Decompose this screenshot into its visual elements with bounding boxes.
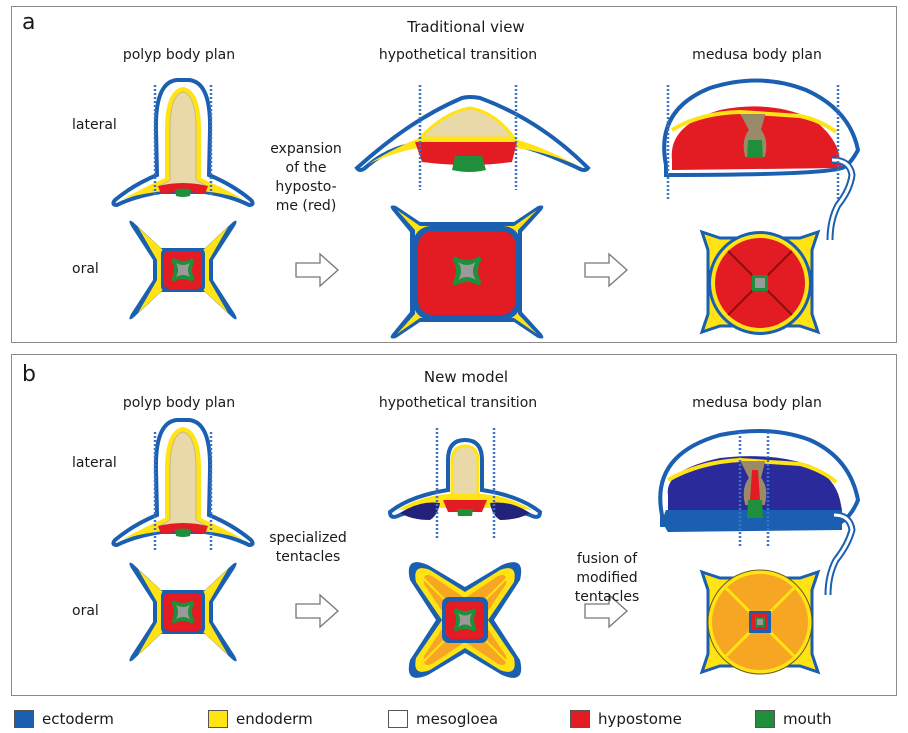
panel-a-col-polyp: polyp body plan bbox=[123, 46, 235, 64]
b-transition-oral bbox=[409, 562, 521, 678]
b-medusa-oral bbox=[702, 570, 818, 674]
a-polyp-lateral bbox=[113, 80, 252, 205]
panel-b-note-2: fusion of modified tentacles bbox=[570, 550, 644, 607]
panel-b-row-lateral: lateral bbox=[72, 454, 117, 472]
panel-b-col-transition: hypothetical transition bbox=[379, 394, 537, 412]
panel-b-title: New model bbox=[424, 368, 508, 386]
legend-label-hypostome: hypostome bbox=[598, 710, 682, 728]
b-transition-lateral bbox=[390, 440, 540, 520]
panel-a-note-line: of the bbox=[262, 159, 350, 178]
legend-swatch-ectoderm bbox=[14, 710, 34, 728]
panel-a-row-oral: oral bbox=[72, 260, 99, 278]
panel-a-note-line: me (red) bbox=[262, 197, 350, 216]
legend-mouth: mouth bbox=[755, 709, 832, 729]
panel-a-note-line: hyposto- bbox=[262, 178, 350, 197]
legend-hypostome: hypostome bbox=[570, 709, 682, 729]
panel-a-note: expansion of the hyposto- me (red) bbox=[262, 140, 350, 216]
legend-ectoderm: ectoderm bbox=[14, 709, 114, 729]
panel-a-col-transition: hypothetical transition bbox=[379, 46, 537, 64]
legend-label-endoderm: endoderm bbox=[236, 710, 313, 728]
panel-a-col-medusa: medusa body plan bbox=[692, 46, 822, 64]
legend-swatch-mesogloea bbox=[388, 710, 408, 728]
a-medusa-lateral bbox=[664, 80, 858, 240]
legend-label-mesogloea: mesogloea bbox=[416, 710, 498, 728]
panel-b-note-1: specialized tentacles bbox=[266, 529, 350, 567]
b-polyp-lateral bbox=[113, 420, 252, 545]
legend-label-ectoderm: ectoderm bbox=[42, 710, 114, 728]
panel-b-letter: b bbox=[22, 362, 36, 387]
panel-a-note-line: expansion bbox=[262, 140, 350, 159]
b-arrow-1 bbox=[296, 595, 338, 627]
panel-a-row-lateral: lateral bbox=[72, 116, 117, 134]
a-transition-oral bbox=[391, 206, 544, 339]
a-polyp-oral bbox=[129, 221, 236, 320]
b-polyp-oral bbox=[129, 563, 236, 662]
legend-label-mouth: mouth bbox=[783, 710, 832, 728]
legend-swatch-mouth bbox=[755, 710, 775, 728]
panel-b-row-oral: oral bbox=[72, 602, 99, 620]
panel-b-note-1-line: specialized bbox=[266, 529, 350, 548]
legend-endoderm: endoderm bbox=[208, 709, 313, 729]
panel-b-col-medusa: medusa body plan bbox=[692, 394, 822, 412]
panel-b-note-1-line: tentacles bbox=[266, 548, 350, 567]
panel-b-note-2-line: fusion of bbox=[570, 550, 644, 569]
legend-mesogloea: mesogloea bbox=[388, 709, 498, 729]
panel-b-col-polyp: polyp body plan bbox=[123, 394, 235, 412]
a-arrow-2 bbox=[585, 254, 627, 286]
panel-a-letter: a bbox=[22, 10, 35, 35]
a-medusa-oral bbox=[702, 228, 818, 335]
a-arrow-1 bbox=[296, 254, 338, 286]
panel-b-note-2-line: modified bbox=[570, 569, 644, 588]
panel-a-title: Traditional view bbox=[407, 18, 524, 36]
panel-b-note-2-line: tentacles bbox=[570, 588, 644, 607]
legend-swatch-hypostome bbox=[570, 710, 590, 728]
a-transition-lateral bbox=[357, 97, 588, 172]
legend-swatch-endoderm bbox=[208, 710, 228, 728]
